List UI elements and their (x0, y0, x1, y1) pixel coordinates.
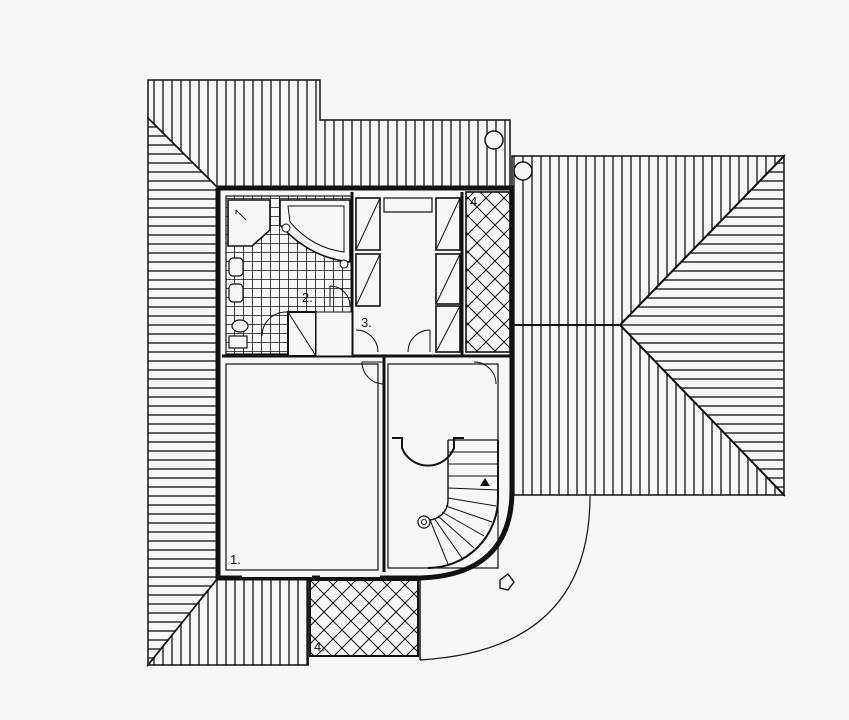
right-roof (511, 154, 786, 497)
house-floor (215, 185, 515, 581)
shower-tray (227, 199, 271, 247)
balcony-top (465, 191, 511, 353)
stair-outer-wall (419, 489, 515, 581)
sink (228, 283, 244, 303)
left-roof (146, 79, 511, 668)
room-1-floor (225, 363, 379, 571)
sink (228, 257, 244, 277)
roof-left-strip (147, 116, 219, 668)
room-label-4-top: 4. (470, 194, 481, 209)
entry-niche (392, 437, 464, 467)
stair-direction-arrow (480, 478, 490, 486)
garden-path-curve (419, 495, 591, 661)
spiral-staircase (417, 439, 499, 569)
downpipe-circle (513, 161, 533, 181)
toilet (231, 319, 249, 333)
outer-wall (215, 185, 515, 581)
room-label-2: 2. (302, 290, 313, 305)
balcony-bottom (309, 579, 419, 657)
entrance-marker (499, 573, 515, 591)
room-label-1: 1. (230, 552, 241, 567)
downpipe-circle (484, 130, 504, 150)
room-label-3: 3. (361, 315, 372, 330)
room-label-4-bottom: 4. (314, 639, 325, 654)
